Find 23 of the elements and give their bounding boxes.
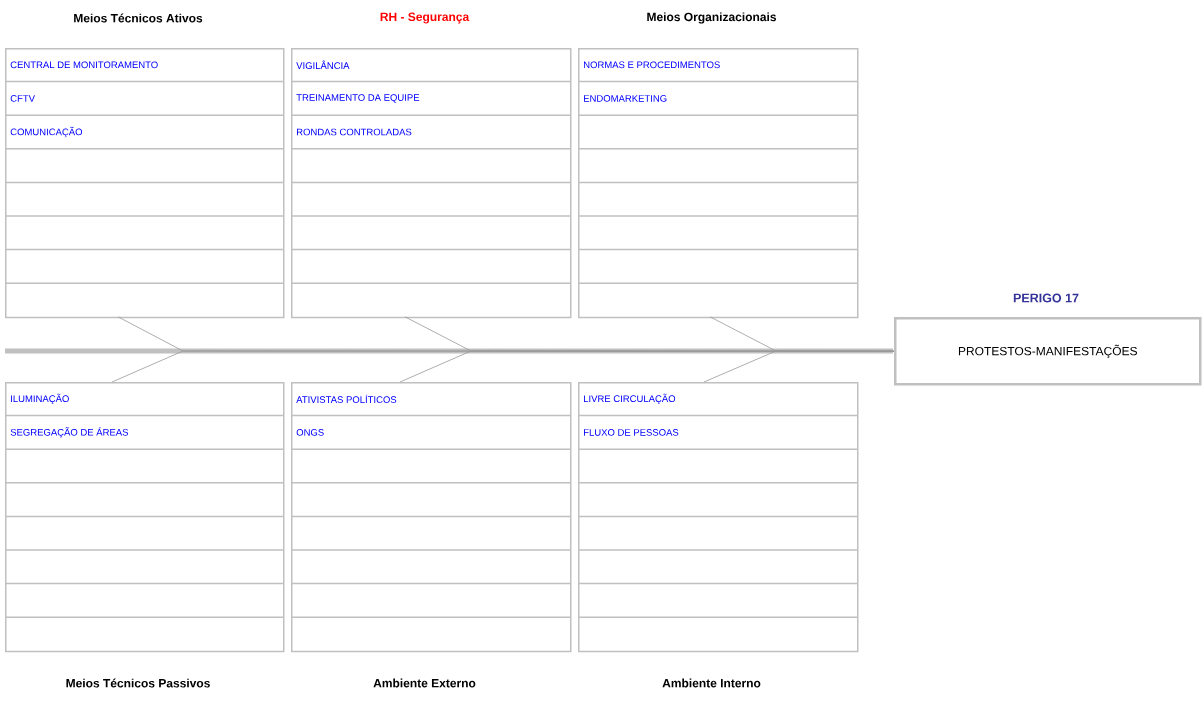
category-heading: Ambiente Interno <box>662 678 761 688</box>
cell-text: ENDOMARKETING <box>584 95 667 102</box>
cell-text: SEGREGAÇÃO DE ÁREAS <box>10 427 128 438</box>
category-heading: Meios Técnicos Passivos <box>66 678 210 688</box>
cell-text: ONGS <box>296 429 324 436</box>
cell-text: ILUMINAÇÃO <box>11 393 69 404</box>
cell-text: CFTV <box>10 95 35 102</box>
cell-text: TREINAMENTO DA EQUIPE <box>296 94 420 103</box>
category-heading: Ambiente Externo <box>373 678 476 688</box>
cell-text: RONDAS CONTROLADAS <box>297 128 412 136</box>
cell-text: ATIVISTAS POLÍTICOS <box>296 394 397 403</box>
cell-text: COMUNICAÇÃO <box>10 126 83 138</box>
fishbone-bone <box>703 350 895 383</box>
cell-text: FLUXO DE PESSOAS <box>584 429 679 436</box>
category-heading: Meios Técnicos Ativos <box>74 13 203 23</box>
cell-text: VIGILÂNCIA <box>296 60 350 69</box>
cell-text: LIVRE CIRCULAÇÃO <box>584 393 676 404</box>
effect-heading: PERIGO 17 <box>1013 293 1079 303</box>
category-heading: Meios Organizacionais <box>647 12 777 24</box>
cell-text: CENTRAL DE MONITORAMENTO <box>10 61 158 69</box>
effect-box: PROTESTOS-MANIFESTAÇÕES <box>894 317 1202 386</box>
category-heading: RH - Segurança <box>380 12 470 24</box>
cell-text: NORMAS E PROCEDIMENTOS <box>584 61 720 69</box>
